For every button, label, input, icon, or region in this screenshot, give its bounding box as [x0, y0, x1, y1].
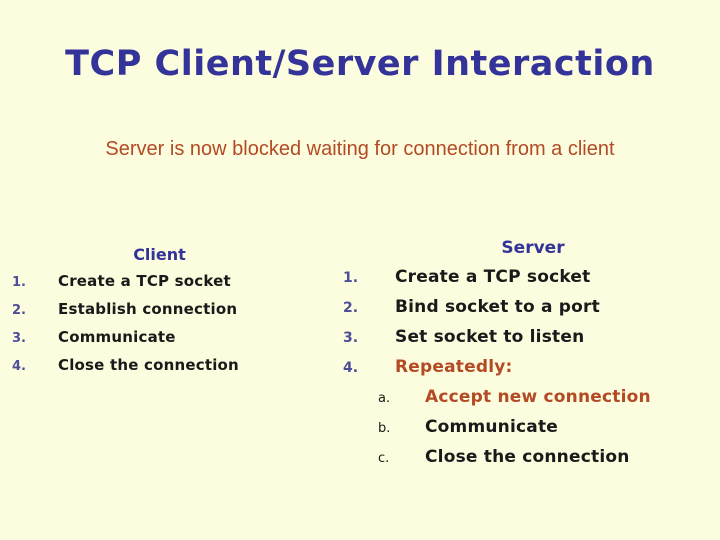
client-step-number: 3.	[12, 331, 26, 346]
server-step-number: 2.	[343, 300, 359, 316]
client-step-text: Establish connection	[58, 300, 238, 318]
client-step-number: 2.	[12, 303, 26, 318]
server-heading: Server	[501, 238, 565, 258]
client-step: 3. Communicate	[12, 324, 307, 352]
server-step: 1. Create a TCP socket	[343, 263, 720, 293]
server-substep: b. Communicate	[343, 413, 720, 443]
server-step-text: Repeatedly:	[395, 357, 513, 377]
client-step-text: Communicate	[58, 328, 176, 346]
server-step-text: Bind socket to a port	[395, 297, 600, 317]
server-step: 4. Repeatedly:	[343, 353, 720, 383]
server-step: 3. Set socket to listen	[343, 323, 720, 353]
server-step-text: Set socket to listen	[395, 327, 585, 347]
client-step-text: Close the connection	[58, 356, 239, 374]
client-step: 2. Establish connection	[12, 296, 307, 324]
server-step-number: 3.	[343, 330, 359, 346]
client-step-number: 4.	[12, 359, 26, 374]
server-substep-text: Accept new connection	[425, 387, 651, 407]
server-steps-section: Server 1. Create a TCP socket 2. Bind so…	[343, 234, 720, 473]
client-step: 4. Close the connection	[12, 352, 307, 380]
server-substep-text: Communicate	[425, 417, 559, 437]
client-step-number: 1.	[12, 275, 26, 290]
server-substep: a. Accept new connection	[343, 383, 720, 413]
client-steps-section: Client 1. Create a TCP socket 2. Establi…	[12, 242, 307, 380]
server-substep-letter: a.	[378, 391, 391, 406]
server-step: 2. Bind socket to a port	[343, 293, 720, 323]
server-substep-letter: b.	[378, 421, 391, 436]
server-substep-letter: c.	[378, 451, 390, 466]
slide-title: TCP Client/Server Interaction	[65, 44, 655, 84]
server-step-text: Create a TCP socket	[395, 267, 591, 287]
client-heading: Client	[133, 245, 186, 264]
client-step: 1. Create a TCP socket	[12, 268, 307, 296]
client-step-text: Create a TCP socket	[58, 272, 231, 290]
server-substep: c. Close the connection	[343, 443, 720, 473]
server-step-number: 4.	[343, 360, 359, 376]
server-substep-text: Close the connection	[425, 447, 630, 467]
server-step-number: 1.	[343, 270, 359, 286]
slide-subtitle: Server is now blocked waiting for connec…	[105, 138, 615, 160]
